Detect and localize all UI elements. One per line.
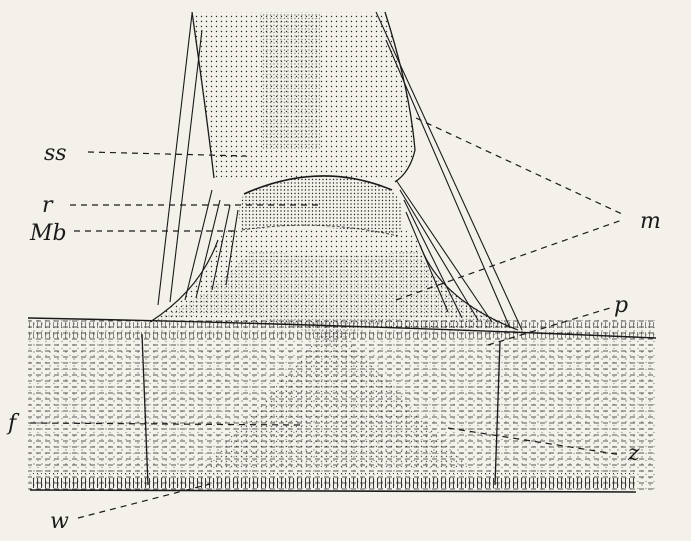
- label-p: p: [614, 293, 628, 318]
- label-ss: ss: [44, 141, 67, 166]
- label-w: w: [50, 509, 69, 534]
- column: [192, 12, 415, 182]
- label-mb: Mb: [29, 221, 67, 246]
- label-f: f: [6, 411, 20, 436]
- label-r: r: [42, 193, 54, 218]
- label-z: z: [627, 441, 640, 466]
- joint-cap: [239, 176, 403, 236]
- label-m: m: [640, 209, 661, 234]
